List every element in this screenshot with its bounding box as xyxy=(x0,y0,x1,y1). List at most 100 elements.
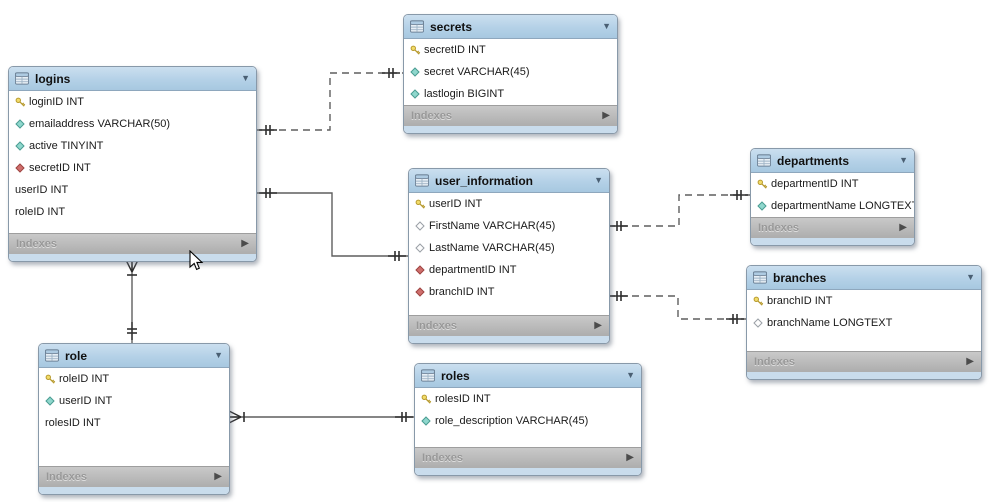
key-icon xyxy=(415,199,429,210)
table-icon xyxy=(757,154,771,167)
column-row-FirstName[interactable]: FirstName VARCHAR(45) xyxy=(409,215,609,237)
diamond-teal-icon xyxy=(45,396,59,406)
column-row-branchName[interactable]: branchName LONGTEXT xyxy=(747,312,981,334)
expand-arrow-icon[interactable]: ▶ xyxy=(594,320,602,331)
many-cardinality-mark xyxy=(125,259,133,273)
column-row-emailaddress[interactable]: emailaddress VARCHAR(50) xyxy=(9,113,256,135)
diamond-teal-icon xyxy=(15,141,29,151)
column-row-userID[interactable]: userID INT xyxy=(39,390,229,412)
indexes-label: Indexes xyxy=(422,452,463,464)
column-row-secretID[interactable]: secretID INT xyxy=(404,39,617,61)
table-header[interactable]: departments ▼ xyxy=(751,149,914,173)
relationship-user_information-departments[interactable] xyxy=(608,194,750,227)
table-bottom-strip xyxy=(39,487,229,494)
column-row-loginID[interactable]: loginID INT xyxy=(9,91,256,113)
table-header[interactable]: user_information ▼ xyxy=(409,169,609,193)
table-title: secrets xyxy=(430,19,473,34)
table-header[interactable]: roles ▼ xyxy=(415,364,641,388)
indexes-label: Indexes xyxy=(411,110,452,122)
column-text: departmentName LONGTEXT xyxy=(771,200,914,212)
diamond-teal-icon xyxy=(15,119,29,129)
column-text: FirstName VARCHAR(45) xyxy=(429,220,556,232)
expand-arrow-icon[interactable]: ▶ xyxy=(214,471,222,482)
many-cardinality-mark xyxy=(131,259,139,273)
column-row-rolesID[interactable]: rolesID INT xyxy=(39,412,229,434)
column-row-active[interactable]: active TINYINT xyxy=(9,135,256,157)
column-row-departmentID[interactable]: departmentID INT xyxy=(409,259,609,281)
table-header[interactable]: role ▼ xyxy=(39,344,229,368)
column-text: userID INT xyxy=(59,395,113,407)
diamond-teal-icon xyxy=(410,67,424,77)
column-text: rolesID INT xyxy=(45,417,101,429)
column-row-departmentID[interactable]: departmentID INT xyxy=(751,173,914,195)
key-icon xyxy=(421,394,435,405)
indexes-label: Indexes xyxy=(754,356,795,368)
column-row-branchID[interactable]: branchID INT xyxy=(409,281,609,303)
table-user_information[interactable]: user_information ▼ userID INT FirstName V… xyxy=(408,168,610,344)
key-icon xyxy=(410,45,424,56)
table-icon xyxy=(15,72,29,85)
table-role[interactable]: role ▼ roleID INT userID INT rolesID INT I… xyxy=(38,343,230,495)
collapse-triangle-icon[interactable]: ▼ xyxy=(966,272,975,282)
collapse-triangle-icon[interactable]: ▼ xyxy=(899,155,908,165)
expand-arrow-icon[interactable]: ▶ xyxy=(899,222,907,233)
column-text: lastlogin BIGINT xyxy=(424,88,505,100)
diamond-teal-icon xyxy=(421,416,435,426)
table-secrets[interactable]: secrets ▼ secretID INT secret VARCHAR(45)… xyxy=(403,14,618,134)
column-row-roleID[interactable]: roleID INT xyxy=(39,368,229,390)
collapse-triangle-icon[interactable]: ▼ xyxy=(602,21,611,31)
column-text: roleID INT xyxy=(15,206,66,218)
indexes-bar[interactable]: Indexes ▶ xyxy=(415,447,641,468)
relationship-logins-user_information[interactable] xyxy=(255,192,408,257)
column-text: userID INT xyxy=(15,184,69,196)
indexes-bar[interactable]: Indexes ▶ xyxy=(39,466,229,487)
table-bottom-strip xyxy=(404,126,617,133)
key-icon xyxy=(45,374,59,385)
collapse-triangle-icon[interactable]: ▼ xyxy=(241,73,250,83)
table-columns: secretID INT secret VARCHAR(45) lastlogin … xyxy=(404,39,617,105)
expand-arrow-icon[interactable]: ▶ xyxy=(602,110,610,121)
column-row-branchID[interactable]: branchID INT xyxy=(747,290,981,312)
collapse-triangle-icon[interactable]: ▼ xyxy=(594,175,603,185)
table-columns: departmentID INT departmentName LONGTEXT xyxy=(751,173,914,217)
column-text: LastName VARCHAR(45) xyxy=(429,242,555,254)
column-row-lastlogin[interactable]: lastlogin BIGINT xyxy=(404,83,617,105)
indexes-bar[interactable]: Indexes ▶ xyxy=(409,315,609,336)
expand-arrow-icon[interactable]: ▶ xyxy=(626,452,634,463)
table-title: logins xyxy=(35,71,71,86)
expand-arrow-icon[interactable]: ▶ xyxy=(241,238,249,249)
column-row-role_description[interactable]: role_description VARCHAR(45) xyxy=(415,410,641,432)
collapse-triangle-icon[interactable]: ▼ xyxy=(214,350,223,360)
expand-arrow-icon[interactable]: ▶ xyxy=(966,356,974,367)
table-icon xyxy=(45,349,59,362)
column-row-rolesID[interactable]: rolesID INT xyxy=(415,388,641,410)
many-cardinality-mark xyxy=(228,410,242,418)
column-row-userID[interactable]: userID INT xyxy=(9,179,256,201)
column-row-secret[interactable]: secret VARCHAR(45) xyxy=(404,61,617,83)
column-row-departmentName[interactable]: departmentName LONGTEXT xyxy=(751,195,914,217)
indexes-bar[interactable]: Indexes ▶ xyxy=(404,105,617,126)
relationship-logins-secrets[interactable] xyxy=(255,72,403,131)
table-header[interactable]: branches ▼ xyxy=(747,266,981,290)
table-header[interactable]: logins ▼ xyxy=(9,67,256,91)
column-text: secretID INT xyxy=(424,44,486,56)
column-row-roleID[interactable]: roleID INT xyxy=(9,201,256,223)
indexes-bar[interactable]: Indexes ▶ xyxy=(747,351,981,372)
relationship-user_information-branches[interactable] xyxy=(608,295,746,320)
column-row-LastName[interactable]: LastName VARCHAR(45) xyxy=(409,237,609,259)
column-row-userID[interactable]: userID INT xyxy=(409,193,609,215)
indexes-label: Indexes xyxy=(416,320,457,332)
table-header[interactable]: secrets ▼ xyxy=(404,15,617,39)
column-row-secretID[interactable]: secretID INT xyxy=(9,157,256,179)
table-title: roles xyxy=(441,368,470,383)
indexes-bar[interactable]: Indexes ▶ xyxy=(9,233,256,254)
collapse-triangle-icon[interactable]: ▼ xyxy=(626,370,635,380)
indexes-bar[interactable]: Indexes ▶ xyxy=(751,217,914,238)
